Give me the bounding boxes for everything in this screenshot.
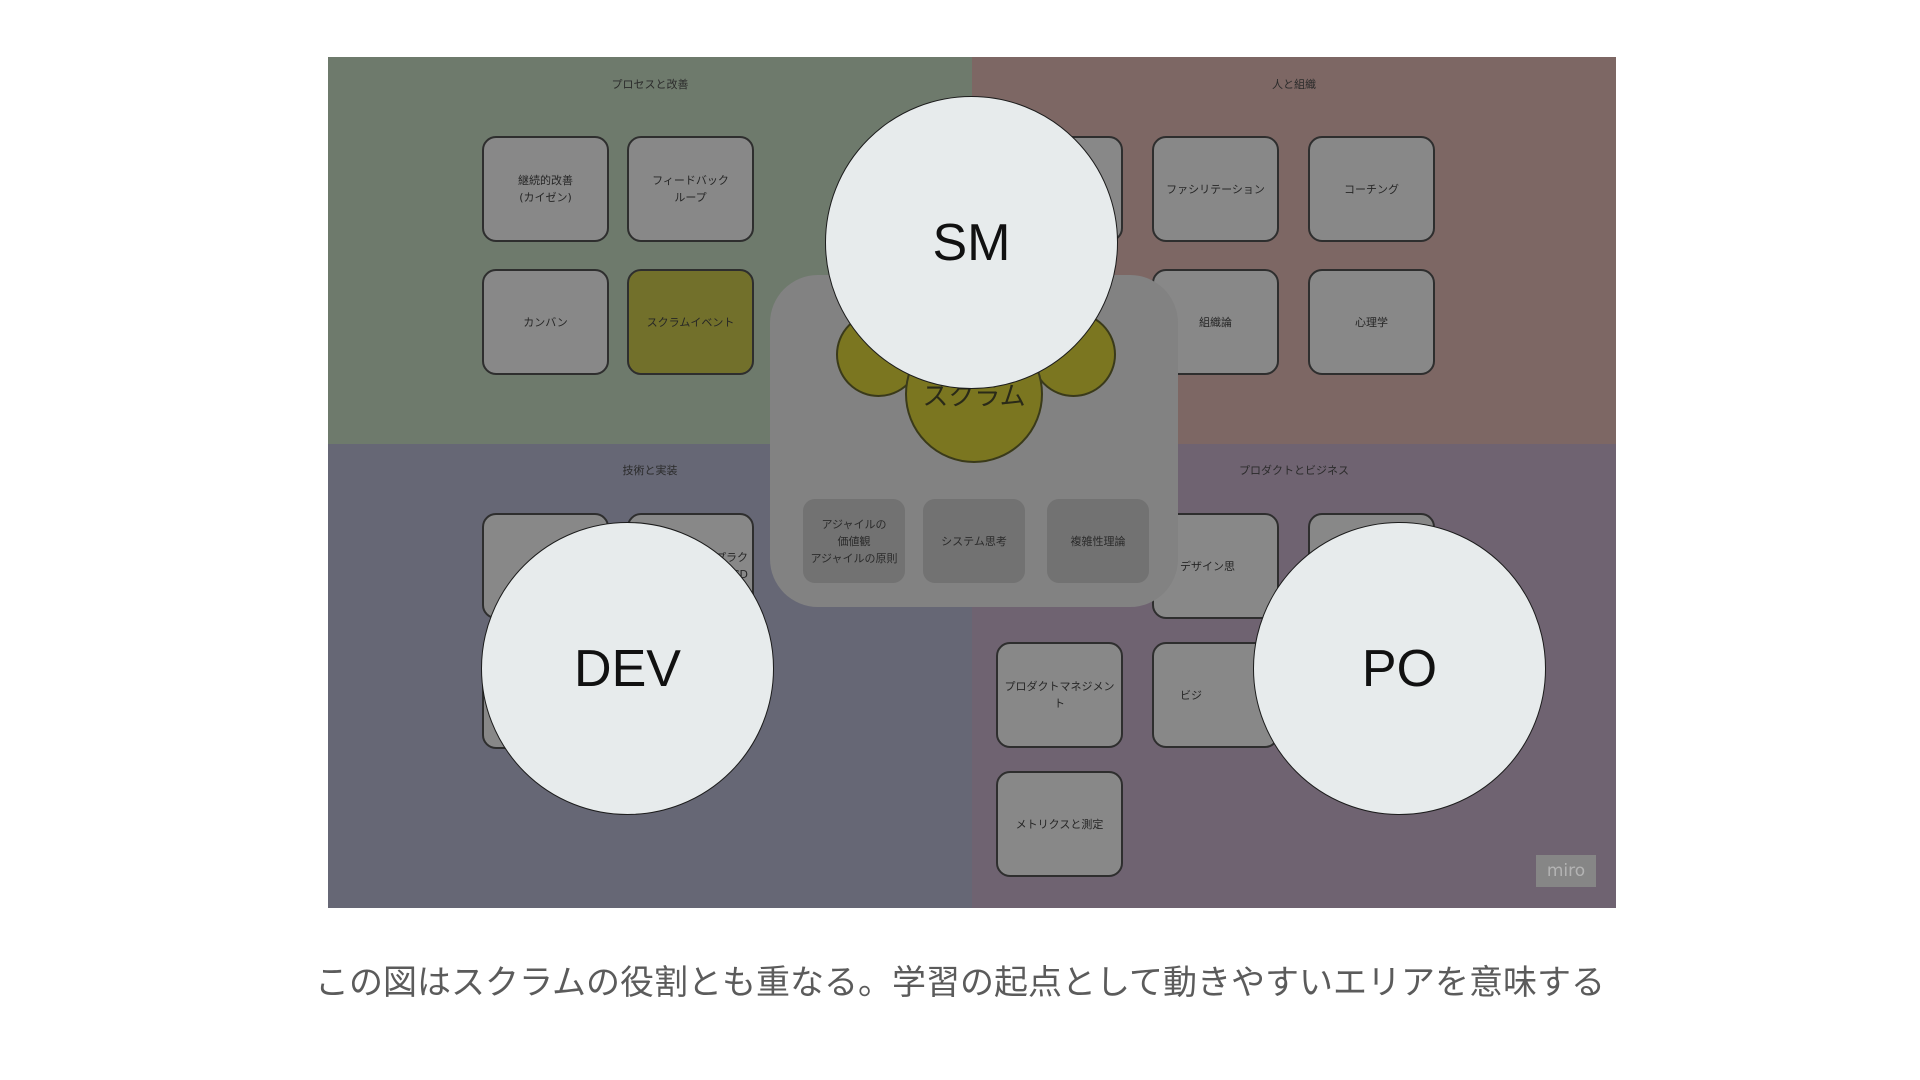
card-facilitation: ファシリテーション bbox=[1152, 136, 1279, 242]
card-complexity-theory: 複雑性理論 bbox=[1047, 499, 1149, 583]
quadrant-title-process: プロセスと改善 bbox=[611, 78, 689, 91]
card-metrics: メトリクスと測定 bbox=[996, 771, 1123, 877]
card-product-management: プロダクトマネジメン ト bbox=[996, 642, 1123, 748]
card-systems-thinking: システム思考 bbox=[923, 499, 1025, 583]
miro-watermark: miro bbox=[1536, 855, 1596, 887]
quadrant-title-product: プロダクトとビジネス bbox=[1239, 464, 1349, 477]
card-coaching: コーチング bbox=[1308, 136, 1435, 242]
role-circle-dev: DEV bbox=[481, 522, 774, 815]
role-circle-po: PO bbox=[1253, 522, 1546, 815]
role-circle-sm: SM bbox=[825, 96, 1118, 389]
caption-text: この図はスクラムの役割とも重なる。学習の起点として動きやすいエリアを意味する bbox=[315, 963, 1605, 1003]
card-scrum-events: スクラムイベント bbox=[627, 269, 754, 375]
quadrant-title-technology: 技術と実装 bbox=[622, 464, 678, 477]
card-feedback-loop: フィードバック ループ bbox=[627, 136, 754, 242]
card-continuous-improvement: 継続的改善 (カイゼン) bbox=[482, 136, 609, 242]
card-psychology: 心理学 bbox=[1308, 269, 1435, 375]
card-kanban: カンバン bbox=[482, 269, 609, 375]
quadrant-title-people: 人と組織 bbox=[1272, 78, 1316, 91]
card-agile-values: アジャイルの 価値観 アジャイルの原則 bbox=[803, 499, 905, 583]
